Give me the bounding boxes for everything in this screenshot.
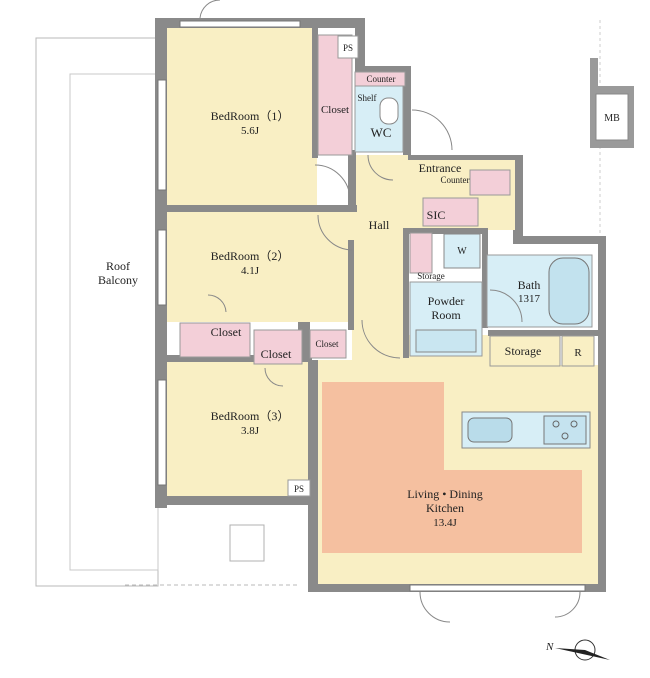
closet-bed2 bbox=[179, 322, 251, 358]
roof-balcony-line1: Roof bbox=[106, 259, 130, 273]
counter-entrance-box bbox=[469, 169, 511, 196]
wc-room bbox=[354, 85, 404, 153]
vanity bbox=[415, 329, 477, 353]
bedroom2-name: BedRoom（2） bbox=[211, 249, 290, 263]
washer-label: W bbox=[457, 246, 467, 257]
north-label: N bbox=[545, 641, 554, 653]
closet-mid-label: Closet bbox=[261, 347, 292, 361]
ps-bottom-box bbox=[287, 479, 311, 497]
sink bbox=[467, 417, 513, 443]
ps-top-box bbox=[337, 35, 359, 59]
ps-bottom-label: PS bbox=[294, 484, 304, 494]
mb-label: MB bbox=[604, 113, 620, 124]
ldk-rug bbox=[322, 382, 582, 553]
compass: N bbox=[545, 639, 610, 661]
closet-bed1-label: Closet bbox=[321, 104, 349, 116]
bathtub bbox=[548, 257, 590, 325]
ldk-area bbox=[318, 335, 598, 584]
bedroom1-size: 5.6J bbox=[241, 125, 260, 137]
stove bbox=[543, 415, 587, 445]
fridge-label: R bbox=[574, 347, 582, 359]
ldk-size: 13.4J bbox=[433, 517, 457, 529]
closet-small bbox=[309, 329, 347, 359]
storage-label: Storage bbox=[505, 344, 542, 358]
hall-floor bbox=[352, 155, 408, 365]
hall-label: Hall bbox=[369, 218, 390, 232]
bath-size: 1317 bbox=[518, 293, 541, 305]
powder-room-line2: Room bbox=[431, 308, 461, 322]
door-swings bbox=[199, 0, 581, 623]
bedroom-2-floor bbox=[167, 212, 352, 322]
storage-small-box bbox=[409, 232, 433, 274]
closet-mid bbox=[253, 329, 303, 365]
fridge-box bbox=[561, 335, 595, 367]
wc-label: WC bbox=[371, 125, 392, 140]
bedroom2-size: 4.1J bbox=[241, 265, 260, 277]
closet-small-label: Closet bbox=[315, 339, 339, 349]
mb-area bbox=[590, 58, 634, 148]
bedroom3-name: BedRoom（3） bbox=[211, 409, 290, 423]
toilet bbox=[379, 97, 399, 125]
closets bbox=[179, 34, 511, 365]
windows bbox=[157, 20, 586, 592]
shelf-label: Shelf bbox=[358, 93, 377, 103]
washer-box bbox=[443, 233, 481, 269]
north-arrow-icon bbox=[555, 648, 610, 660]
bedroom1-name: BedRoom（1） bbox=[211, 109, 290, 123]
sic-label: SIC bbox=[427, 208, 446, 222]
closet-bed2-label: Closet bbox=[211, 325, 242, 339]
sic-box bbox=[422, 197, 479, 227]
roof-balcony-line2: Balcony bbox=[98, 273, 138, 287]
powder-room-line1: Powder bbox=[428, 294, 465, 308]
bedroom-3-floor bbox=[167, 362, 308, 496]
counter-wc-label: Counter bbox=[367, 74, 396, 84]
bedroom-1-floor bbox=[167, 28, 317, 210]
counter-entrance-label: Counter bbox=[441, 175, 470, 185]
bath-name: Bath bbox=[518, 278, 541, 292]
ps-top-label: PS bbox=[343, 43, 353, 53]
ldk-line1: Living • Dining bbox=[407, 487, 483, 501]
bedrooms bbox=[167, 28, 352, 496]
drain-box bbox=[229, 524, 265, 562]
bedroom3-size: 3.8J bbox=[241, 425, 260, 437]
ldk-line2: Kitchen bbox=[426, 501, 464, 515]
storage-box bbox=[489, 335, 561, 367]
storage-small-label: Storage bbox=[417, 271, 445, 281]
entrance-label: Entrance bbox=[419, 161, 462, 175]
wet-areas bbox=[354, 85, 593, 357]
